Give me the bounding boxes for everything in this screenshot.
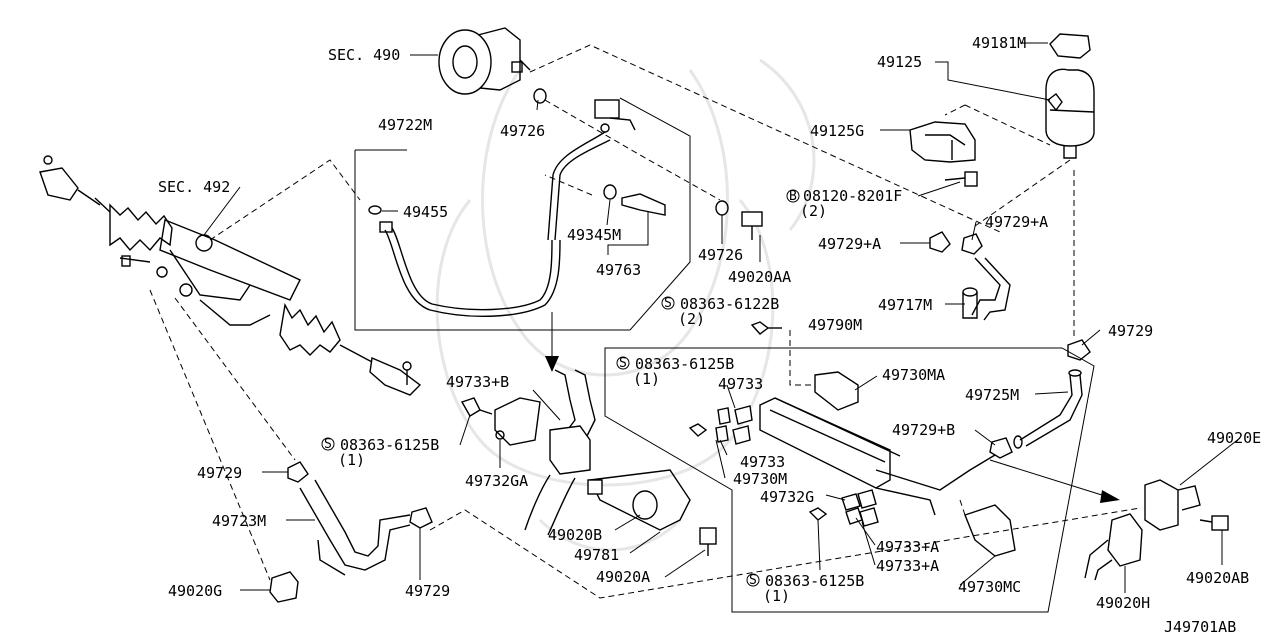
label-49717m[interactable]: 49717M — [878, 296, 932, 314]
label-s-symbol-a: S — [664, 296, 672, 311]
clip-49020b[interactable] — [632, 490, 658, 520]
label-49790m[interactable]: 49790M — [808, 316, 862, 334]
label-49345m[interactable]: 49345M — [567, 226, 621, 244]
pressure-switch-49763[interactable] — [603, 184, 666, 216]
label-08120-8201f[interactable]: 08120-8201F — [803, 187, 902, 205]
screw-08363-6125b-c[interactable] — [808, 507, 828, 521]
label-49781[interactable]: 49781 — [574, 546, 619, 564]
label-49725m[interactable]: 49725M — [965, 386, 1019, 404]
bolt-49020ab[interactable] — [1199, 515, 1229, 531]
leader-lines — [149, 42, 1241, 613]
reservoir-bracket[interactable] — [909, 121, 976, 163]
label-08363-6125b-c[interactable]: 08363-6125B — [765, 572, 864, 590]
label-sec-490[interactable]: SEC. 490 — [328, 46, 400, 64]
label-49455[interactable]: 49455 — [403, 203, 448, 221]
hose-49733b[interactable] — [524, 369, 596, 536]
label-49125[interactable]: 49125 — [877, 53, 922, 71]
label-49181m[interactable]: 49181M — [972, 34, 1026, 52]
clamp-49729-left[interactable] — [287, 461, 309, 483]
washer-49455[interactable] — [368, 205, 382, 215]
label-49726-b[interactable]: 49726 — [698, 246, 743, 264]
label-6122b-qty: (2) — [678, 310, 705, 328]
label-49733a-2[interactable]: 49733+A — [876, 557, 939, 575]
label-08120-qty: (2) — [800, 202, 827, 220]
clamp-49729b[interactable] — [989, 437, 1013, 459]
bracket-49730mc[interactable] — [964, 504, 1016, 557]
clip-49020g[interactable] — [269, 571, 299, 603]
steering-gear-assembly[interactable] — [39, 155, 422, 396]
label-49723m[interactable]: 49723M — [212, 512, 266, 530]
label-s-symbol-c: S — [324, 437, 332, 452]
label-08363-6122b[interactable]: 08363-6122B — [680, 295, 779, 313]
bracket-49781[interactable] — [587, 469, 691, 531]
hose-49725m[interactable] — [1013, 369, 1083, 449]
part-labels: SEC. 490 SEC. 492 49181M 49125 49125G B … — [158, 34, 1261, 636]
label-49729-right[interactable]: 49729 — [1108, 322, 1153, 340]
screw-08363-6122b[interactable] — [750, 321, 782, 335]
label-49763[interactable]: 49763 — [596, 261, 641, 279]
hose-49723m[interactable] — [299, 479, 411, 576]
clamp-49020e[interactable] — [1144, 479, 1201, 531]
bolt-08120-8201f[interactable] — [944, 171, 978, 187]
label-49726-a[interactable]: 49726 — [500, 122, 545, 140]
label-08363-6125b-b[interactable]: 08363-6125B — [340, 436, 439, 454]
label-49722m[interactable]: 49722M — [378, 116, 432, 134]
label-49020h[interactable]: 49020H — [1096, 594, 1150, 612]
screw-08363-6125b-a[interactable] — [688, 423, 708, 437]
label-49729-left[interactable]: 49729 — [197, 464, 242, 482]
grommet-49733[interactable] — [715, 405, 753, 445]
diagram-id: J49701AB — [1164, 618, 1236, 636]
label-49729a-1[interactable]: 49729+A — [985, 213, 1048, 231]
label-49020g[interactable]: 49020G — [168, 582, 222, 600]
label-49729a-2[interactable]: 49729+A — [818, 235, 881, 253]
label-49730m[interactable]: 49730M — [733, 470, 787, 488]
bracket-49730ma[interactable] — [814, 371, 859, 411]
eye-bolt-49020aa[interactable] — [741, 211, 763, 240]
label-49020b[interactable]: 49020B — [548, 526, 602, 544]
return-hose-49717m[interactable] — [962, 257, 1011, 321]
label-49730mc[interactable]: 49730MC — [958, 578, 1021, 596]
label-49733-2[interactable]: 49733 — [740, 453, 785, 471]
label-49125g[interactable]: 49125G — [810, 122, 864, 140]
label-6125b-c-qty: (1) — [763, 587, 790, 605]
label-49730ma[interactable]: 49730MA — [882, 366, 945, 384]
label-49733-1[interactable]: 49733 — [718, 375, 763, 393]
label-49733a-1[interactable]: 49733+A — [876, 538, 939, 556]
label-08363-6125b-a[interactable]: 08363-6125B — [635, 355, 734, 373]
washer-49726-a[interactable] — [533, 88, 547, 104]
oil-cooler-49790m[interactable] — [759, 397, 996, 516]
power-steering-pump[interactable] — [438, 27, 531, 95]
clip-49020h[interactable] — [1084, 513, 1143, 581]
label-49020ab[interactable]: 49020AB — [1186, 569, 1249, 587]
label-s-symbol-d: S — [749, 573, 757, 588]
reservoir-assembly[interactable] — [1045, 33, 1095, 159]
clamp-49729a[interactable] — [929, 231, 983, 255]
label-49732g[interactable]: 49732G — [760, 488, 814, 506]
label-6125b-a-qty: (1) — [633, 370, 660, 388]
label-b-symbol: B — [789, 189, 797, 204]
bolt-49020a[interactable] — [699, 527, 717, 556]
label-49020e[interactable]: 49020E — [1207, 429, 1261, 447]
label-49732ga[interactable]: 49732GA — [465, 472, 528, 490]
label-49020a[interactable]: 49020A — [596, 568, 650, 586]
label-49733b[interactable]: 49733+B — [446, 373, 509, 391]
bracket-49732g[interactable] — [841, 489, 879, 527]
label-s-symbol-b: S — [619, 356, 627, 371]
pressure-hose-49722m[interactable] — [379, 99, 636, 317]
label-49729b[interactable]: 49729+B — [892, 421, 955, 439]
label-49020aa[interactable]: 49020AA — [728, 268, 791, 286]
label-49729-bottom[interactable]: 49729 — [405, 582, 450, 600]
clamp-49729-bottom[interactable] — [409, 507, 433, 529]
bracket-49732ga[interactable] — [460, 397, 541, 446]
label-sec-492[interactable]: SEC. 492 — [158, 178, 230, 196]
label-6125b-b-qty: (1) — [338, 451, 365, 469]
